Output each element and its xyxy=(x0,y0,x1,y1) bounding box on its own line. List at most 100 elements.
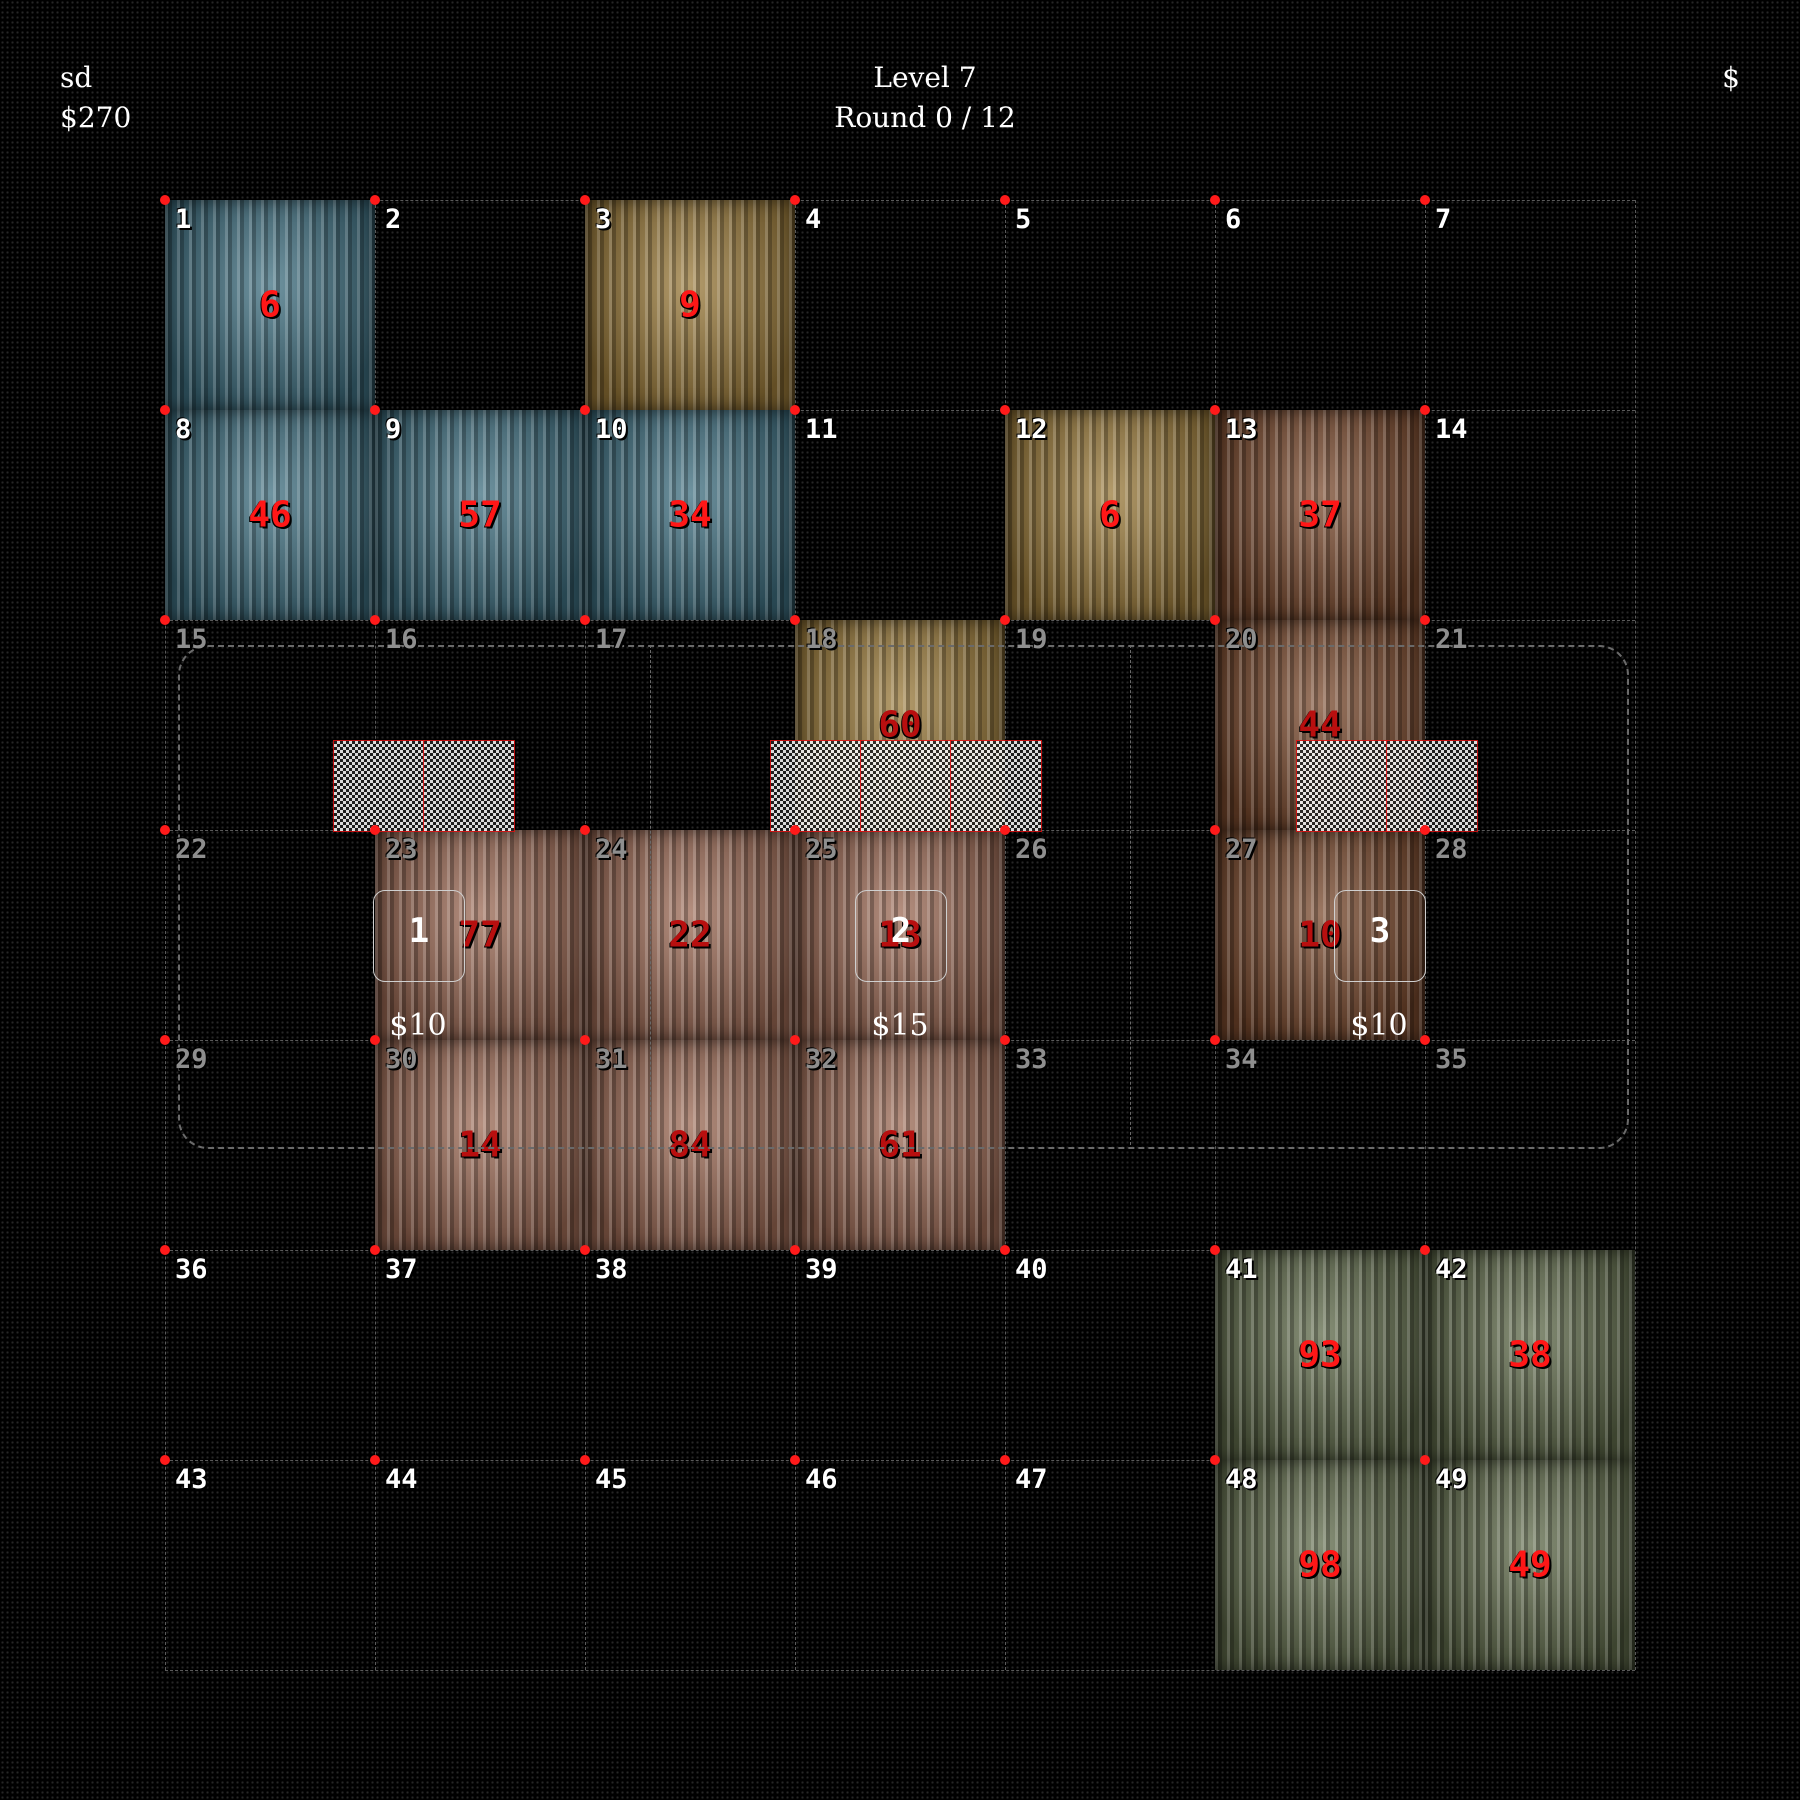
money-display: $270 xyxy=(60,101,132,134)
cell-number: 23 xyxy=(385,834,418,865)
piece-value: 22 xyxy=(668,914,712,956)
cell-number: 24 xyxy=(595,834,628,865)
grid-corner-dot xyxy=(580,1455,590,1465)
grid-corner-dot xyxy=(370,195,380,205)
shop-slot-3[interactable]: 3 xyxy=(1334,890,1426,982)
piece-preview-tile xyxy=(950,740,1042,832)
worm-piece-tile[interactable] xyxy=(585,1040,795,1250)
shop-slot-label[interactable]: 1 xyxy=(408,911,430,951)
worm-piece-tile[interactable] xyxy=(165,410,375,620)
shop-slot-label[interactable]: 2 xyxy=(890,911,912,951)
dollar-icon[interactable]: $ xyxy=(1722,61,1740,94)
cell-number: 16 xyxy=(385,624,418,655)
grid-line-horizontal xyxy=(165,200,1635,201)
worm-piece-tile[interactable] xyxy=(1215,830,1425,1040)
grid-corner-dot xyxy=(580,195,590,205)
grid-corner-dot xyxy=(1420,1035,1430,1045)
piece-preview-tile xyxy=(333,740,425,832)
grid-corner-dot xyxy=(160,1455,170,1465)
cell-number: 49 xyxy=(1435,1464,1468,1495)
cell-number: 48 xyxy=(1225,1464,1258,1495)
grid-corner-dot xyxy=(580,1245,590,1255)
shop-toggle-button[interactable]: $ xyxy=(1722,58,1740,98)
worm-piece-tile[interactable] xyxy=(795,830,1005,1040)
grid-corner-dot xyxy=(370,825,380,835)
cell-number: 5 xyxy=(1015,204,1032,235)
piece-preview-tile xyxy=(423,740,515,832)
shop-slot-2[interactable]: 2 xyxy=(855,890,947,982)
piece-preview-tile xyxy=(770,740,862,832)
worm-piece-tile[interactable] xyxy=(1425,1250,1635,1460)
cell-number: 39 xyxy=(805,1254,838,1285)
grid-corner-dot xyxy=(580,615,590,625)
worm-piece-tile[interactable] xyxy=(585,410,795,620)
piece-preview-tile xyxy=(860,740,952,832)
cell-number: 20 xyxy=(1225,624,1258,655)
grid-corner-dot xyxy=(160,195,170,205)
piece-value: 37 xyxy=(1298,494,1342,536)
grid-corner-dot xyxy=(1420,1245,1430,1255)
cell-number: 32 xyxy=(805,1044,838,1075)
cell-number: 45 xyxy=(595,1464,628,1495)
grid-corner-dot xyxy=(1000,1455,1010,1465)
player-hud: sd $270 xyxy=(60,58,131,138)
grid-line-horizontal xyxy=(165,1670,1635,1671)
piece-value: 34 xyxy=(668,494,712,536)
shop-slot-label[interactable]: 3 xyxy=(1369,911,1391,951)
piece-value: 61 xyxy=(878,1124,922,1166)
cell-number: 1 xyxy=(175,204,192,235)
grid-corner-dot xyxy=(160,1035,170,1045)
shop-slot-1[interactable]: 1 xyxy=(373,890,465,982)
grid-corner-dot xyxy=(1000,615,1010,625)
grid-corner-dot xyxy=(1210,1035,1220,1045)
worm-piece-tile[interactable] xyxy=(1425,1460,1635,1670)
worm-piece-tile[interactable] xyxy=(375,1040,585,1250)
cell-number: 8 xyxy=(175,414,192,445)
worm-piece-tile[interactable] xyxy=(795,1040,1005,1250)
grid-corner-dot xyxy=(370,615,380,625)
grid-corner-dot xyxy=(580,1035,590,1045)
worm-piece-tile[interactable] xyxy=(1215,1250,1425,1460)
level-label: Level 7 xyxy=(873,61,977,94)
cell-number: 27 xyxy=(1225,834,1258,865)
cell-number: 28 xyxy=(1435,834,1468,865)
cell-number: 2 xyxy=(385,204,402,235)
cell-number: 34 xyxy=(1225,1044,1258,1075)
grid-line-vertical xyxy=(165,200,166,1670)
grid-corner-dot xyxy=(1000,405,1010,415)
piece-value: 84 xyxy=(668,1124,712,1166)
piece-value: 49 xyxy=(1508,1544,1552,1586)
worm-piece-tile[interactable] xyxy=(1215,410,1425,620)
grid-corner-dot xyxy=(1210,825,1220,835)
grid-corner-dot xyxy=(1000,1245,1010,1255)
grid-corner-dot xyxy=(370,1455,380,1465)
cell-number: 14 xyxy=(1435,414,1468,445)
worm-piece-tile[interactable] xyxy=(1005,410,1215,620)
cell-number: 12 xyxy=(1015,414,1048,445)
cell-number: 10 xyxy=(595,414,628,445)
cell-number: 47 xyxy=(1015,1464,1048,1495)
piece-preview-tile xyxy=(1386,740,1478,832)
cell-number: 25 xyxy=(805,834,838,865)
grid-line-horizontal xyxy=(165,410,1635,411)
level-hud: Level 7 Round 0 / 12 xyxy=(0,58,1800,138)
grid-corner-dot xyxy=(1210,195,1220,205)
cell-number: 6 xyxy=(1225,204,1242,235)
cell-number: 18 xyxy=(805,624,838,655)
cell-number: 42 xyxy=(1435,1254,1468,1285)
worm-piece-tile[interactable] xyxy=(375,830,585,1040)
worm-piece-tile[interactable] xyxy=(375,410,585,620)
cell-number: 29 xyxy=(175,1044,208,1075)
grid-corner-dot xyxy=(790,825,800,835)
worm-piece-tile[interactable] xyxy=(585,200,795,410)
shop-divider xyxy=(1130,645,1131,1145)
worm-piece-tile[interactable] xyxy=(165,200,375,410)
cell-number: 35 xyxy=(1435,1044,1468,1075)
worm-piece-tile[interactable] xyxy=(585,830,795,1040)
grid-line-horizontal xyxy=(165,1250,1635,1251)
worm-piece-tile[interactable] xyxy=(1215,1460,1425,1670)
cell-number: 33 xyxy=(1015,1044,1048,1075)
piece-value: 93 xyxy=(1298,1334,1342,1376)
piece-value: 98 xyxy=(1298,1544,1342,1586)
grid-corner-dot xyxy=(160,615,170,625)
